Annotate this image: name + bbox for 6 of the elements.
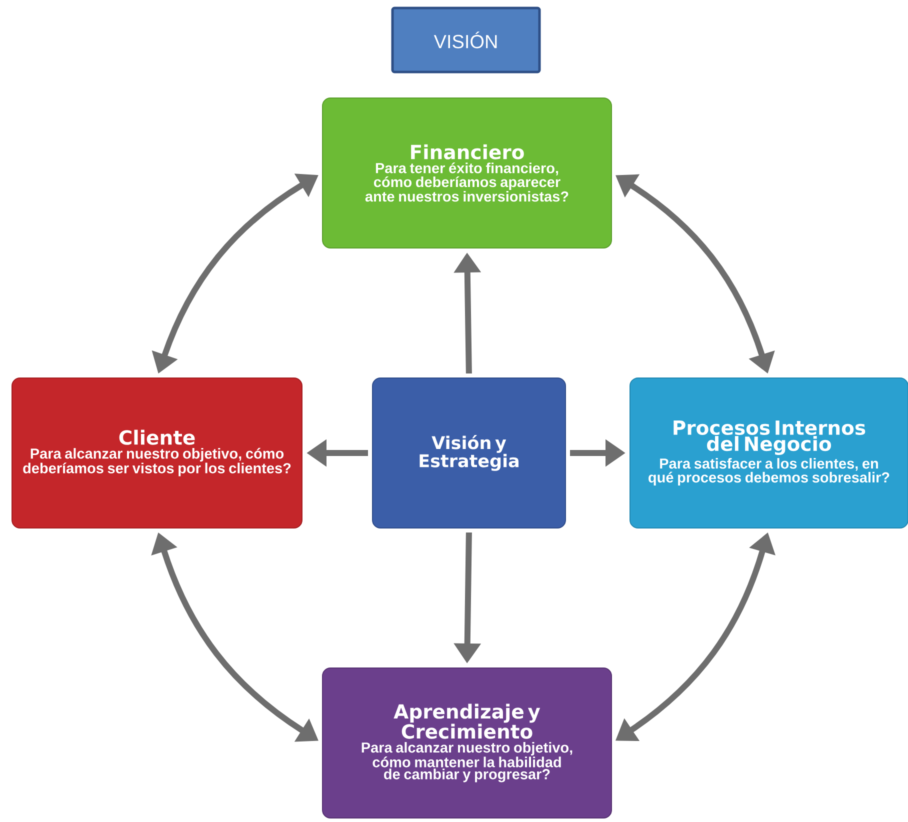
perspective-box: Financiero Para tener éxito financiero, cómo deberíamos aparecer ante nuestros inversionistas? <box>322 98 612 248</box>
title-box: VISIÓN <box>391 6 541 74</box>
perspective-box: Aprendizaje y Crecimiento Para alcanzar nuestro objetivo, cómo mantener la habilidad de cambiar y progresar? <box>322 667 612 818</box>
perspective-box: Procesos Internos del Negocio Para satisfacer a los clientes, en qué procesos debemos sobresalir? <box>630 377 908 528</box>
perspective-box: Cliente Para alcanzar nuestro objetivo, cómo deberíamos ser vistos por los clientes? <box>12 377 302 528</box>
center-box: Visión y Estrategia <box>372 377 566 528</box>
